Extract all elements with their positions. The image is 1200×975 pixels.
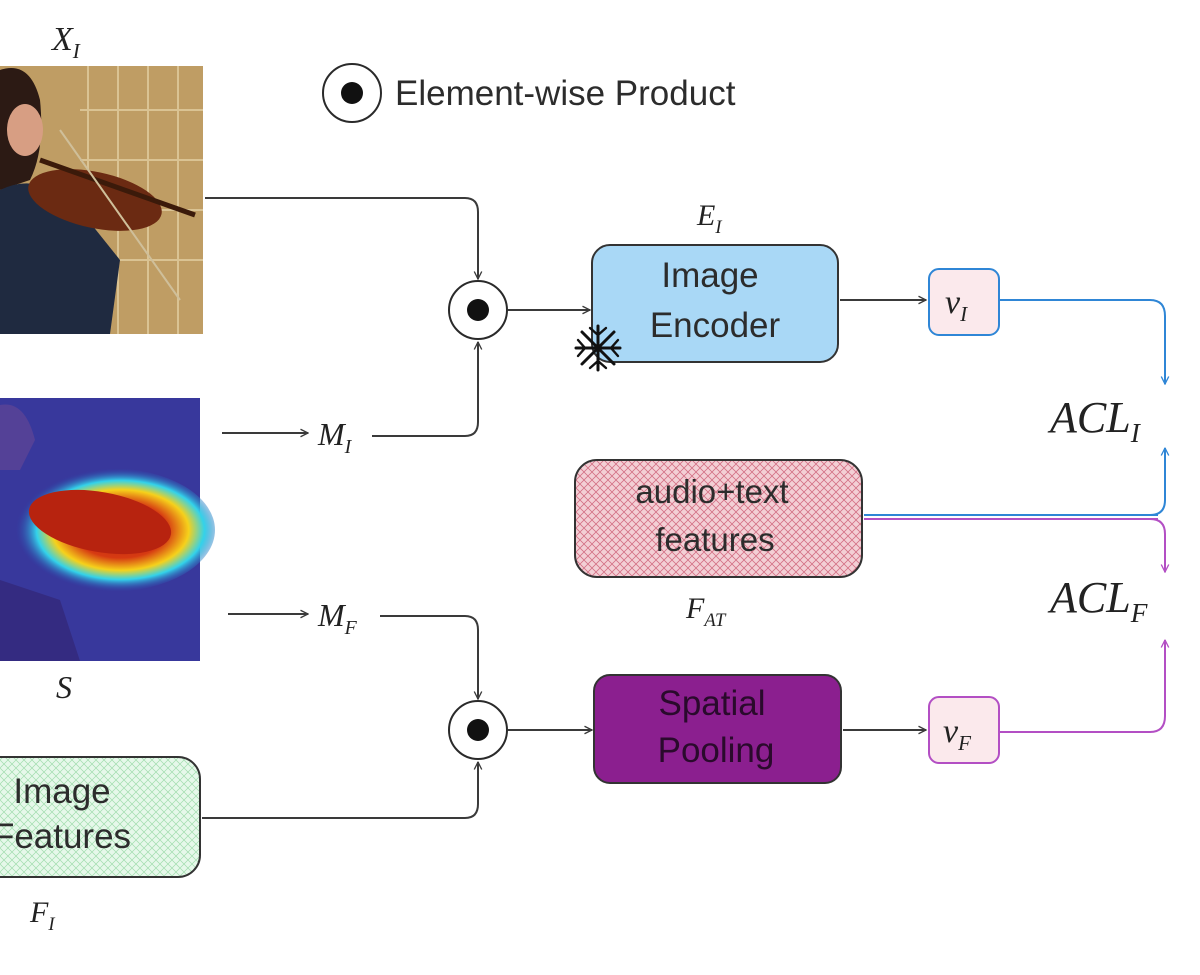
image-features-box (0, 756, 201, 878)
product-node-bottom (448, 700, 508, 760)
label-m-f: MF (317, 597, 358, 639)
label-f-i: FI (29, 896, 55, 935)
arrow-image-to-product (205, 197, 478, 279)
v-f-box (928, 696, 1000, 764)
arrow-mf-to-product (380, 615, 478, 699)
spatial-pooling-line2: Pooling (658, 731, 775, 770)
label-s: S (56, 669, 72, 705)
audio-text-line1: audio+text (635, 473, 788, 510)
label-e-i: EI (696, 199, 722, 238)
saliency-map (0, 398, 215, 661)
label-acl-i: ACLI (1047, 393, 1142, 448)
spatial-pooling-line1: Spatial (658, 684, 765, 723)
label-m-i: MI (317, 416, 353, 458)
image-encoder-line2: Encoder (650, 306, 781, 345)
label-f-at: FAT (685, 592, 727, 631)
arrow-audio-to-acl-i (1149, 448, 1165, 516)
arrow-mi-to-product (372, 342, 478, 437)
label-acl-f: ACLF (1047, 573, 1148, 628)
v-i-box (928, 268, 1000, 336)
arrow-vf-to-acl-f (1000, 640, 1165, 733)
arrow-audio-to-acl-f (1149, 518, 1165, 572)
audio-text-features-box (574, 459, 863, 578)
image-encoder-line1: Image (661, 256, 758, 295)
label-x-i: XI (50, 21, 81, 63)
arrow-vi-to-acl-i (1000, 299, 1165, 384)
product-node-top (448, 280, 508, 340)
audio-text-line2: features (655, 521, 774, 558)
label-v-f: vF (943, 713, 972, 755)
image-features-line1: Image (13, 772, 110, 811)
image-encoder-box (591, 244, 839, 363)
arrow-features-to-product (202, 762, 478, 819)
legend-text: Element-wise Product (395, 74, 736, 113)
snowflake-icon (574, 324, 622, 372)
image-features-line2: Features (0, 817, 131, 856)
input-image-photo (0, 66, 203, 334)
legend: Element-wise Product (322, 63, 736, 123)
label-v-i: vI (945, 284, 968, 326)
spatial-pooling-box (593, 674, 842, 784)
